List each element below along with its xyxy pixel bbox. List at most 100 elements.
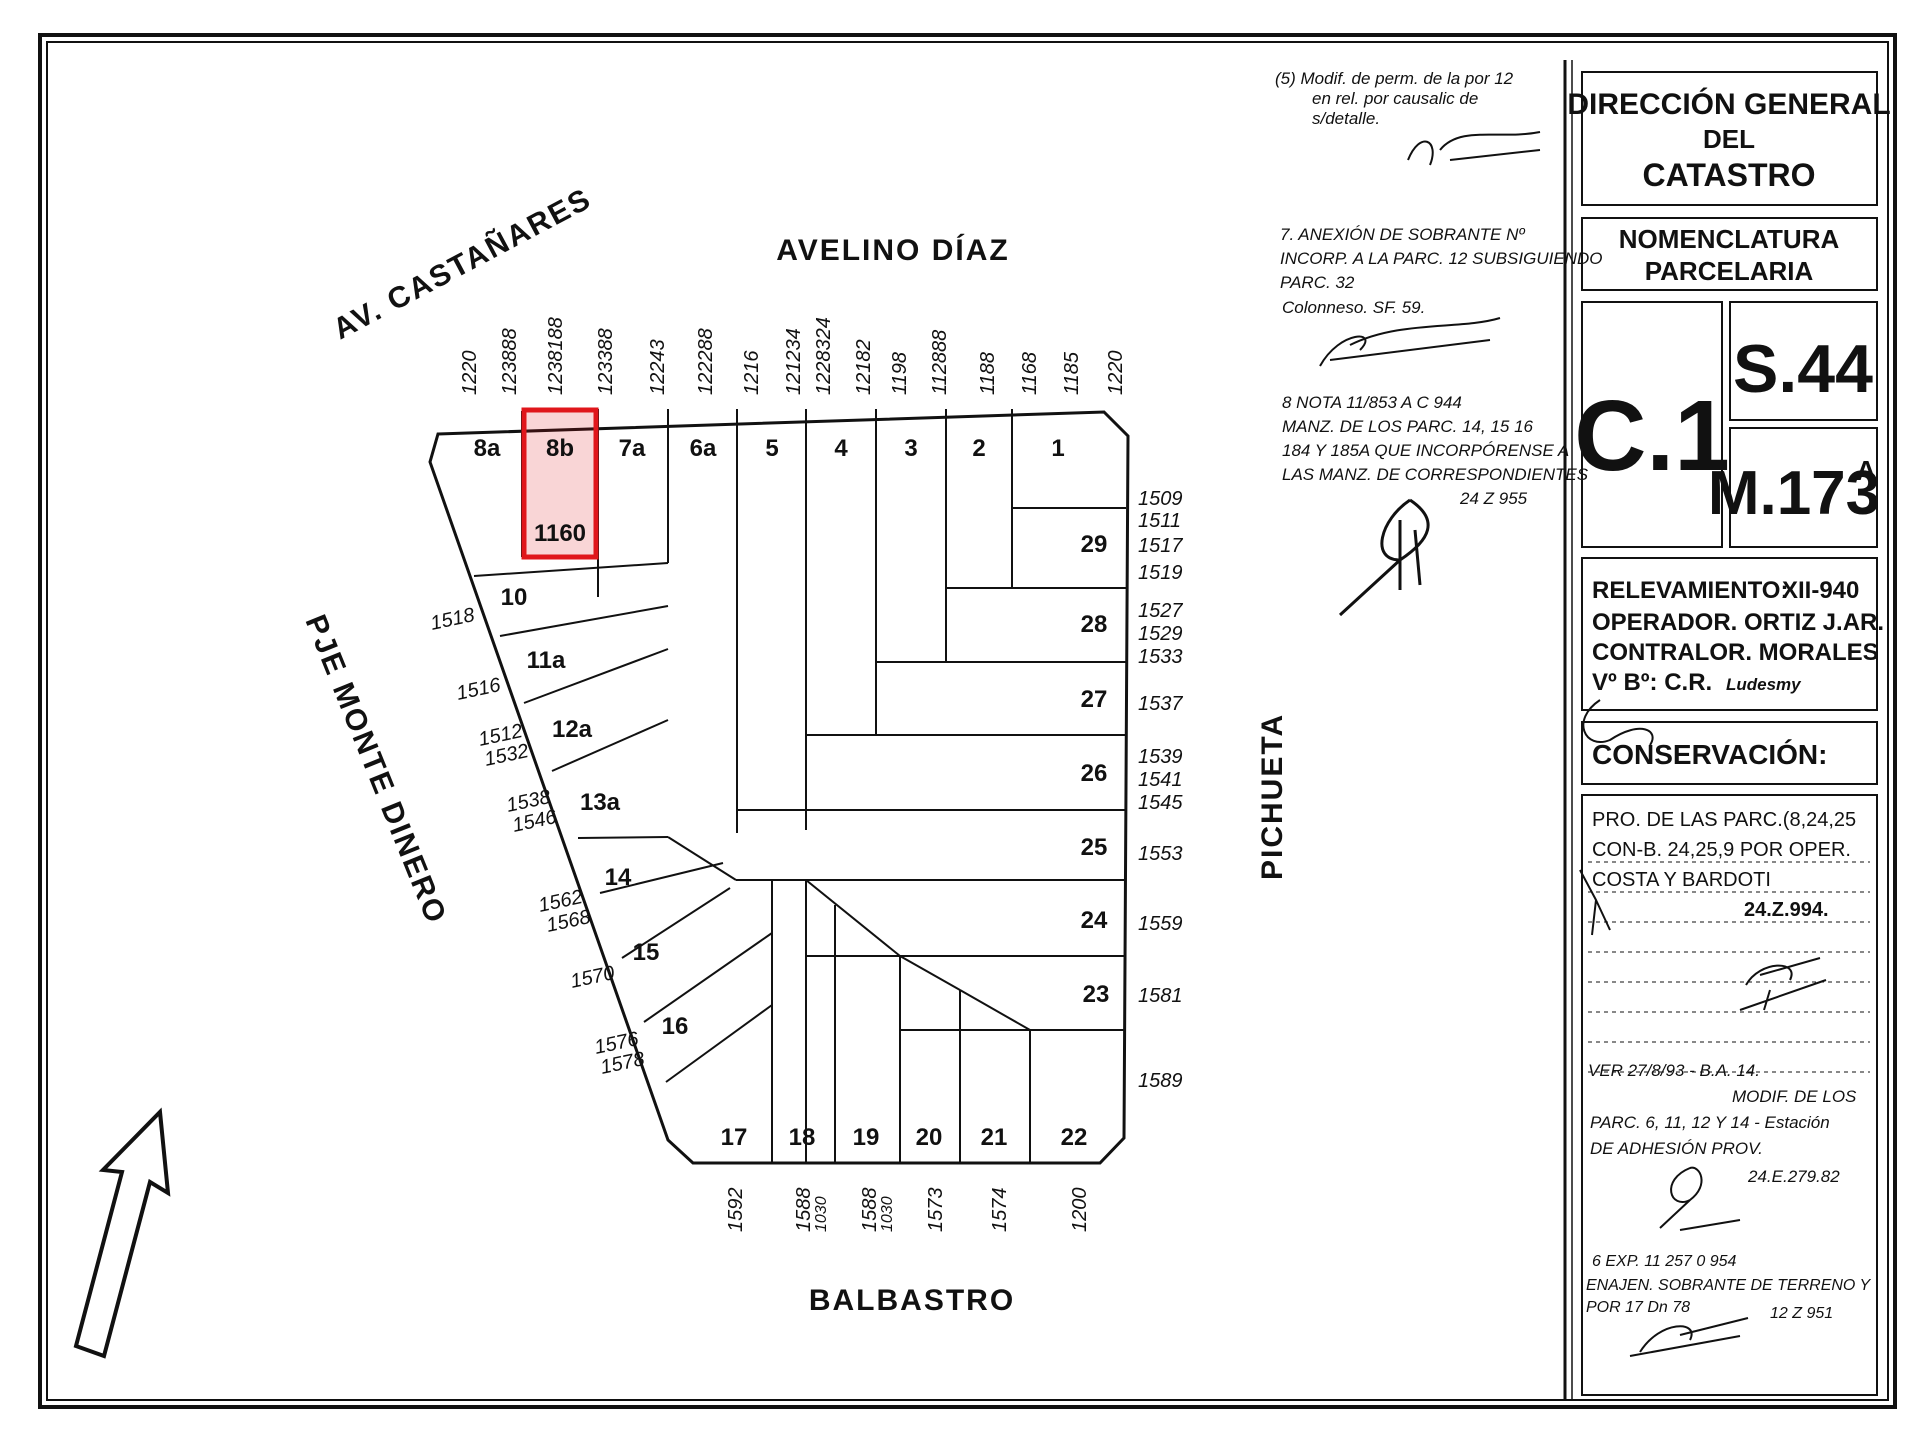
conservation-entry: 12 Z 951 <box>1770 1305 1833 1322</box>
conservation-entry: POR 17 Dn 78 <box>1586 1299 1690 1316</box>
svg-text:en rel. por causalic de: en rel. por causalic de <box>1312 89 1478 108</box>
svg-text:1030: 1030 <box>813 1196 830 1232</box>
conservation-entry: 24.Z.994. <box>1744 899 1829 921</box>
svg-text:1216: 1216 <box>741 350 763 395</box>
approval-label: Vº Bº: C.R. <box>1592 669 1712 696</box>
conservation-entry: PRO. DE LAS PARC.(8,24,25 <box>1592 809 1856 831</box>
parcel-label: 7a <box>619 435 646 462</box>
svg-text:12243: 12243 <box>647 339 669 395</box>
svg-text:1581: 1581 <box>1138 985 1183 1007</box>
svg-text:1588: 1588 <box>793 1188 815 1233</box>
south-door-numbers: 1592 1588 1030 1588 1030 1573 1574 1200 <box>725 1188 1091 1233</box>
svg-text:1527: 1527 <box>1138 600 1183 622</box>
west-door-numbers: 1518 1516 1512 1532 1538 1546 1562 1568 … <box>428 604 646 1079</box>
svg-text:INCORP. A LA PARC. 12 SUBSIGUI: INCORP. A LA PARC. 12 SUBSIGUIENDO <box>1280 249 1602 268</box>
conservation-entry: 24.E.279.82 <box>1747 1167 1840 1186</box>
parcel-label: 8b <box>546 435 574 462</box>
parcel-label: 23 <box>1083 981 1110 1008</box>
svg-text:s/detalle.: s/detalle. <box>1312 109 1380 128</box>
highlight-parcel-8b[interactable] <box>521 407 599 560</box>
svg-text:1030: 1030 <box>879 1196 896 1232</box>
svg-text:1559: 1559 <box>1138 913 1183 935</box>
svg-text:12182: 12182 <box>853 339 875 395</box>
svg-text:1573: 1573 <box>925 1188 947 1233</box>
svg-text:1220: 1220 <box>1105 351 1127 396</box>
conservation-label: CONSERVACIÓN: <box>1592 739 1827 770</box>
parcel-label: 22 <box>1061 1124 1088 1151</box>
svg-text:24 Z 955: 24 Z 955 <box>1459 489 1528 508</box>
svg-text:121234: 121234 <box>783 328 805 395</box>
parcel-label: 28 <box>1081 611 1108 638</box>
conservation-entry: CON-B. 24,25,9 POR OPER. <box>1592 839 1851 861</box>
svg-text:1200: 1200 <box>1069 1188 1091 1233</box>
street-name-west: PJE MONTE DINERO <box>299 610 453 929</box>
office-line: CATASTRO <box>1642 157 1815 193</box>
conservation-entry: DE ADHESIÓN PROV. <box>1590 1139 1763 1158</box>
parcel-label: 13a <box>580 789 621 816</box>
svg-text:1516: 1516 <box>454 674 503 705</box>
block-suffix: A <box>1856 455 1876 486</box>
svg-text:122288: 122288 <box>695 328 717 395</box>
street-name-south: BALBASTRO <box>809 1284 1015 1317</box>
parcel-lines <box>473 409 1126 1163</box>
svg-text:1588: 1588 <box>859 1188 881 1233</box>
north-arrow-icon <box>73 1107 171 1359</box>
note-8: 8 NOTA 11/853 A C 944 MANZ. DE LOS PARC.… <box>1282 393 1589 617</box>
nomenclature-line: NOMENCLATURA <box>1619 224 1840 254</box>
svg-text:1168: 1168 <box>1019 352 1041 395</box>
svg-text:1188: 1188 <box>977 352 999 395</box>
signature-icon <box>1407 131 1541 166</box>
conservation-entry: COSTA Y BARDOTI <box>1592 869 1771 891</box>
svg-text:123388: 123388 <box>595 328 617 395</box>
parcel-label: 4 <box>834 435 848 462</box>
svg-text:1185: 1185 <box>1061 351 1083 395</box>
svg-text:1589: 1589 <box>1138 1070 1183 1092</box>
signature-icon <box>1319 317 1501 367</box>
signature-icon <box>1659 1166 1741 1231</box>
parcel-label: 20 <box>916 1124 943 1151</box>
svg-text:184 Y 185A QUE INCORPÓRENSE A: 184 Y 185A QUE INCORPÓRENSE A <box>1282 441 1569 460</box>
svg-text:1529: 1529 <box>1138 623 1183 645</box>
parcel-label: 5 <box>765 435 778 462</box>
parcel-label: 18 <box>789 1124 816 1151</box>
parcel-label: 27 <box>1081 686 1108 713</box>
street-name-north: AVELINO DÍAZ <box>776 233 1009 267</box>
svg-text:1517: 1517 <box>1138 535 1183 557</box>
svg-text:1541: 1541 <box>1138 769 1183 791</box>
note-7: 7. ANEXIÓN DE SOBRANTE Nº INCORP. A LA P… <box>1280 225 1602 367</box>
survey-value: XII-940 <box>1782 577 1859 604</box>
parcel-label: 15 <box>633 939 660 966</box>
outer-frame <box>38 33 1897 1409</box>
svg-text:1545: 1545 <box>1138 792 1183 814</box>
svg-text:7. ANEXIÓN DE SOBRANTE Nº: 7. ANEXIÓN DE SOBRANTE Nº <box>1280 225 1525 244</box>
svg-text:LAS MANZ. DE CORRESPONDIENTES: LAS MANZ. DE CORRESPONDIENTES <box>1282 465 1589 484</box>
parcel-label: 8a <box>474 435 501 462</box>
signature-icon <box>1739 957 1827 1011</box>
parcel-label: 1 <box>1051 435 1064 462</box>
svg-text:1537: 1537 <box>1138 693 1183 715</box>
operator: OPERADOR. ORTIZ J.AR. <box>1592 609 1884 636</box>
svg-text:1570: 1570 <box>568 962 616 993</box>
parcel-label: 25 <box>1081 834 1108 861</box>
parcel-label: 29 <box>1081 531 1108 558</box>
parcel-label: 16 <box>662 1013 689 1040</box>
conservation-entry: MODIF. DE LOS <box>1732 1087 1857 1106</box>
svg-text:1511: 1511 <box>1138 510 1181 532</box>
parcel-labels: 8a 8b 7a 6a 5 4 3 2 1 1160 29 28 27 26 2… <box>474 435 1110 1151</box>
svg-text:123888: 123888 <box>499 328 521 395</box>
svg-text:1238188: 1238188 <box>545 317 567 395</box>
svg-text:1518: 1518 <box>428 604 476 635</box>
east-door-numbers: 1509 1511 1517 1519 1527 1529 1533 1537 … <box>1138 488 1183 1092</box>
parcel-label: 12a <box>552 716 593 743</box>
signature-icon <box>1629 1317 1749 1357</box>
svg-text:(5) Modif. de perm. de la por: (5) Modif. de perm. de la por 12 <box>1275 69 1514 88</box>
svg-text:Colonneso. SF. 59.: Colonneso. SF. 59. <box>1282 298 1425 317</box>
svg-text:1509: 1509 <box>1138 488 1183 510</box>
svg-text:1574: 1574 <box>989 1188 1011 1233</box>
title-block: DIRECCIÓN GENERAL DEL CATASTRO NOMENCLAT… <box>1567 71 1891 1396</box>
svg-text:1228324: 1228324 <box>813 317 835 395</box>
parcel-label: 26 <box>1081 760 1108 787</box>
signature-icon <box>1338 498 1430 617</box>
svg-text:1553: 1553 <box>1138 843 1183 865</box>
